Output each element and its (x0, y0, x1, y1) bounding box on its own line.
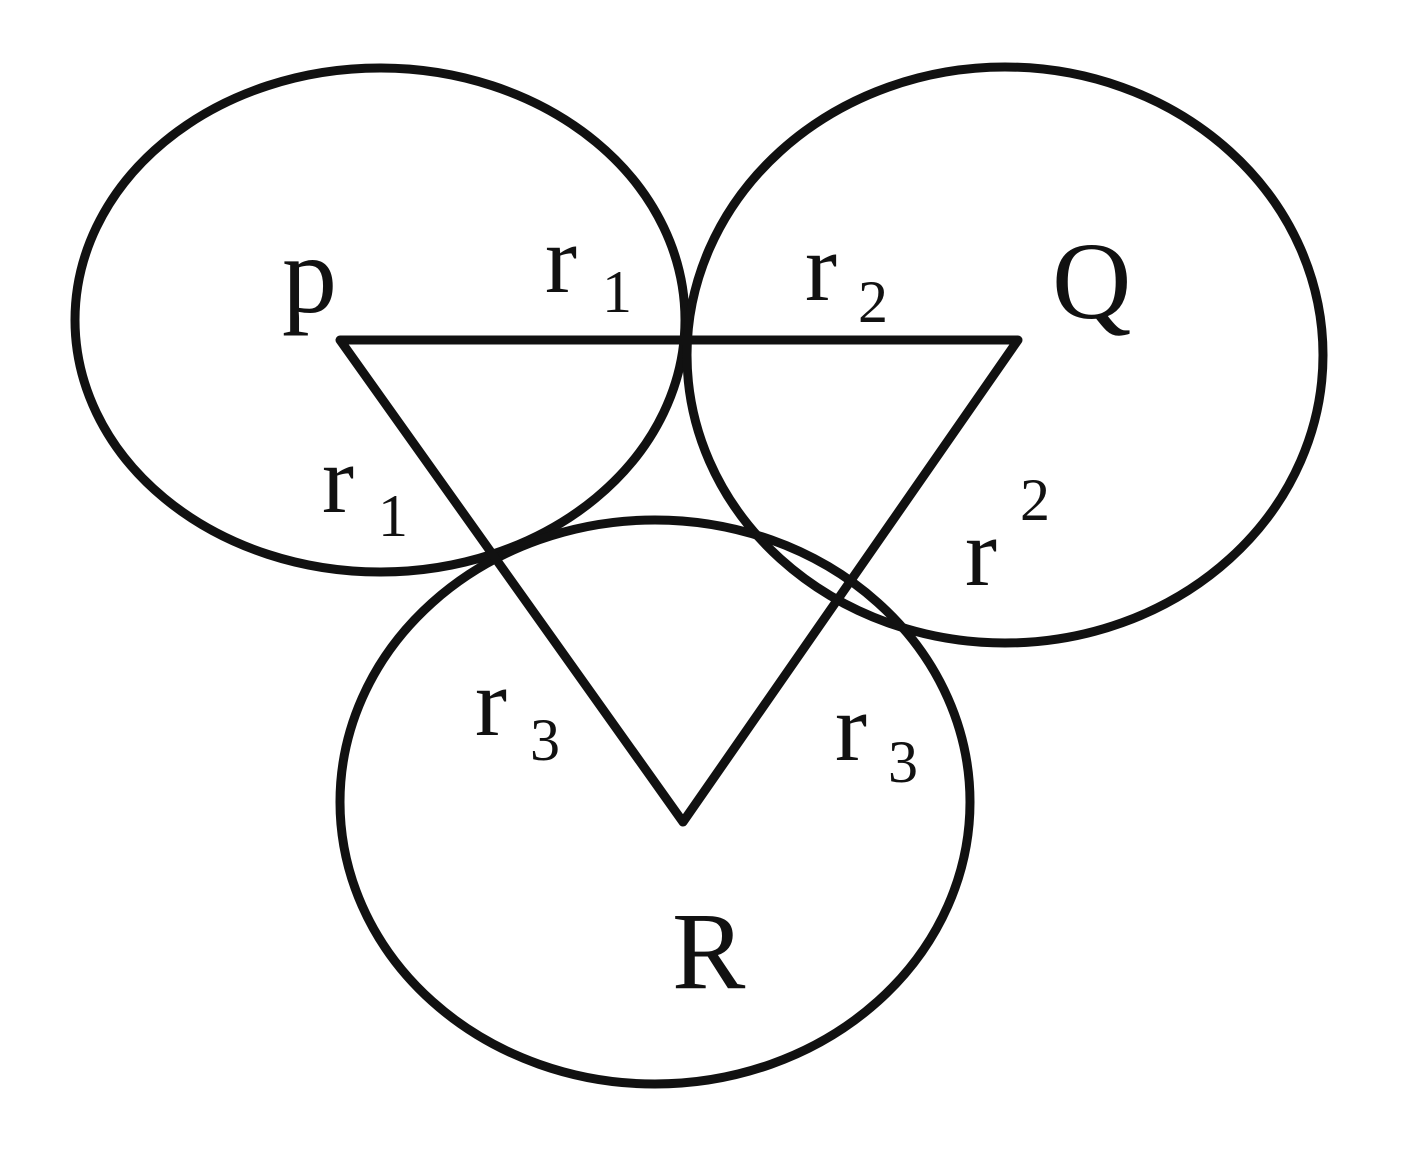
circle-q (682, 62, 1328, 648)
label-r2-top: r 2 (805, 214, 888, 335)
svg-text:r: r (475, 649, 507, 756)
label-r: R (672, 890, 746, 1012)
label-r1-left: r 1 (322, 426, 408, 549)
label-q: Q (1052, 220, 1131, 342)
svg-text:3: 3 (888, 729, 918, 795)
svg-text:r: r (965, 499, 997, 606)
label-r3-left: r 3 (475, 649, 560, 773)
label-r2-right: r 2 (965, 467, 1050, 606)
svg-text:r: r (805, 214, 837, 321)
label-p: p (282, 214, 337, 336)
triangle-pqr (335, 335, 1023, 827)
svg-text:r: r (545, 206, 577, 313)
svg-text:r: r (322, 426, 354, 533)
svg-text:1: 1 (602, 259, 632, 325)
svg-text:1: 1 (378, 483, 408, 549)
label-r3-right: r 3 (835, 674, 918, 795)
label-r1-top: r 1 (545, 206, 632, 325)
svg-text:3: 3 (530, 707, 560, 773)
svg-text:r: r (835, 674, 867, 781)
circle-r (335, 515, 975, 1089)
svg-text:2: 2 (858, 269, 888, 335)
svg-text:2: 2 (1020, 467, 1050, 533)
